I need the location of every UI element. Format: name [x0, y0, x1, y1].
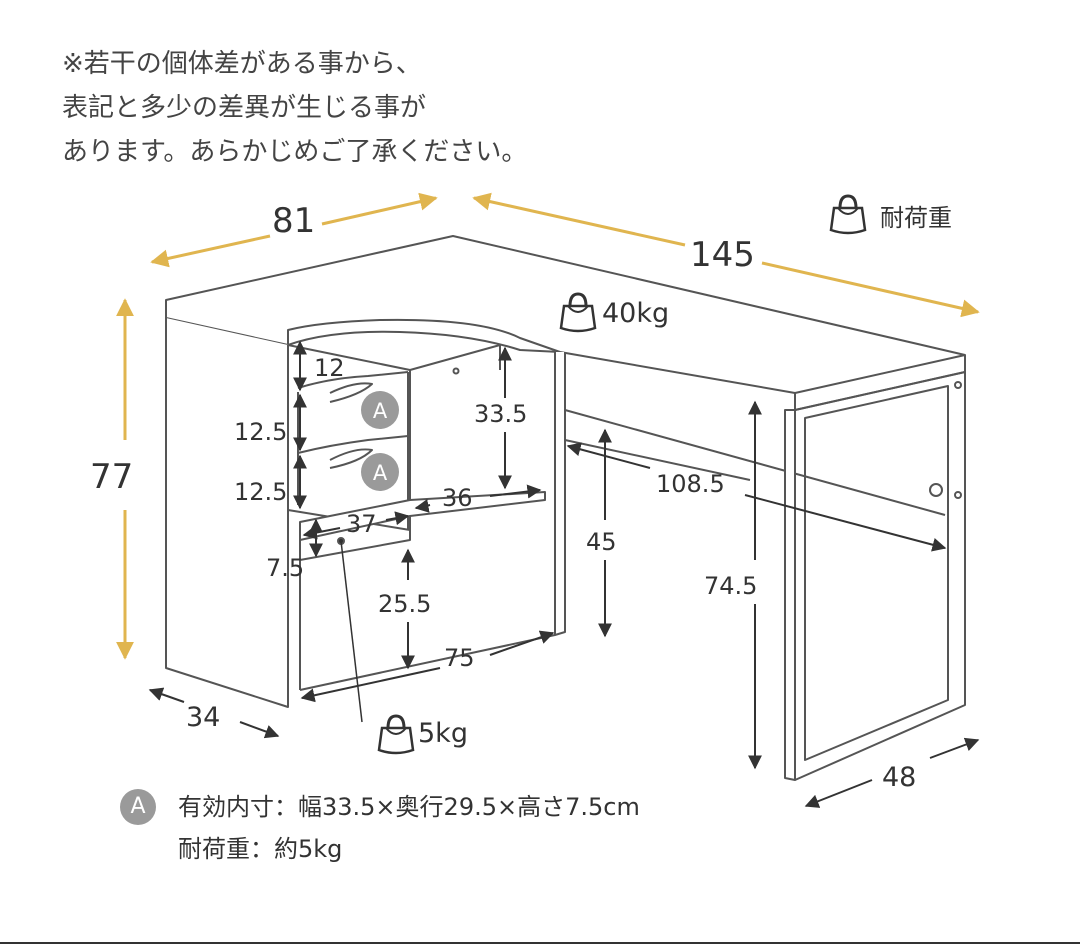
note-line-1: ※若干の個体差がある事から、 — [62, 49, 422, 79]
dim-right-height: 74.5 — [704, 572, 757, 600]
dim-drawer-top-gap: 12 — [314, 354, 345, 382]
dim-width-right: 145 — [690, 235, 755, 275]
dim-inner-width: 75 — [444, 644, 475, 672]
note-line-3: あります。あらかじめご了承ください。 — [62, 137, 528, 167]
weight-icon — [377, 714, 415, 755]
drawer-badge-1: A — [361, 391, 399, 429]
drawer-badge-2: A — [361, 453, 399, 491]
bottom-rule — [0, 942, 1080, 944]
dim-depth-left: 34 — [186, 702, 220, 733]
dim-drawer-2: 12.5 — [234, 478, 287, 506]
svg-text:A: A — [373, 461, 388, 485]
dim-drawer-width: 37 — [346, 510, 377, 538]
footer-line-1: 有効内寸：幅33.5×奥行29.5×高さ7.5cm — [178, 793, 640, 821]
dim-under-shelf: 25.5 — [378, 590, 431, 618]
load-shelf: 5kg — [418, 718, 468, 749]
overall-dimension-arrows — [116, 192, 980, 660]
dim-height-total: 77 — [90, 457, 133, 497]
drawer-spec-footer: A 有効内寸：幅33.5×奥行29.5×高さ7.5cm 耐荷重：約5kg — [120, 786, 640, 870]
dim-drawer-1: 12.5 — [234, 418, 287, 446]
svg-text:A: A — [373, 399, 388, 423]
note-line-2: 表記と多少の差異が生じる事が — [62, 93, 427, 123]
disclaimer-note: ※若干の個体差がある事から、 表記と多少の差異が生じる事が あります。あらかじめ… — [62, 42, 527, 174]
load-top: 40kg — [602, 298, 669, 329]
dim-shelf-width: 36 — [442, 484, 473, 512]
dim-right-span: 108.5 — [656, 470, 725, 498]
detail-dimension-arrows — [148, 340, 980, 808]
footer-line-2: 耐荷重：約5kg — [178, 835, 343, 863]
dim-width-left: 81 — [272, 201, 315, 241]
dim-leg-clearance: 45 — [586, 528, 617, 556]
weight-icon — [829, 194, 867, 235]
dim-shelf-thickness: 7.5 — [266, 554, 304, 582]
footer-badge: A — [120, 789, 156, 825]
dim-shelf-upper: 33.5 — [474, 400, 527, 428]
load-legend: 耐荷重 — [880, 204, 952, 232]
dim-depth-right: 48 — [882, 762, 916, 793]
